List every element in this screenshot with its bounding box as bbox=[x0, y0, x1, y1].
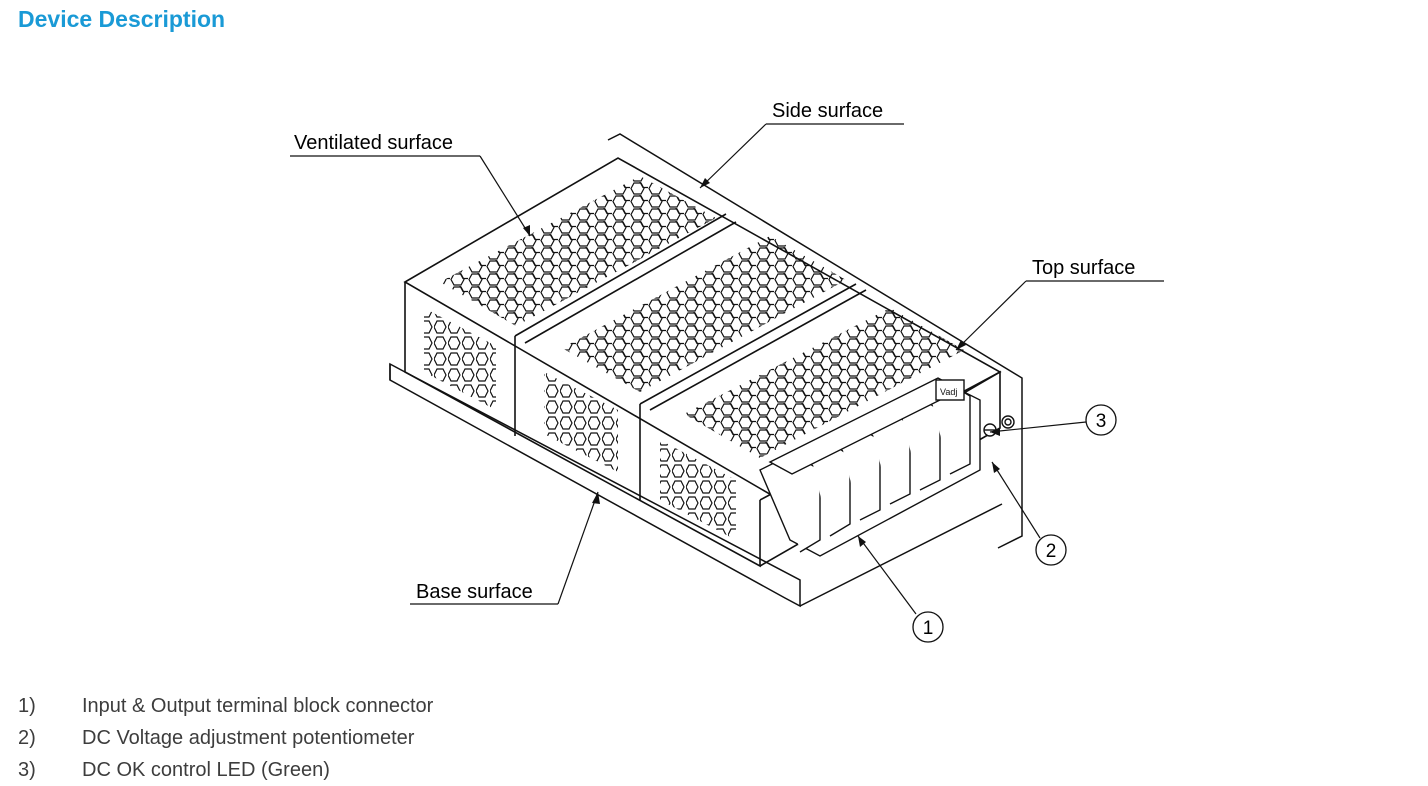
legend-list: 1) Input & Output terminal block connect… bbox=[18, 690, 433, 786]
list-item-number: 2) bbox=[18, 726, 36, 749]
callout-side-surface: Side surface bbox=[699, 100, 904, 189]
list-item: 3) DC OK control LED (Green) bbox=[18, 754, 433, 786]
ventilated-top bbox=[440, 176, 964, 458]
panel-marking: Vadj bbox=[940, 387, 957, 397]
list-item-number: 3) bbox=[18, 758, 36, 781]
callout-1: 1 bbox=[857, 535, 944, 643]
label-side-surface: Side surface bbox=[772, 100, 883, 122]
callout-number-2: 2 bbox=[1046, 541, 1057, 562]
ventilated-side bbox=[424, 308, 736, 540]
list-item-text: Input & Output terminal block connector bbox=[82, 694, 434, 717]
callout-base-surface: Base surface bbox=[410, 491, 600, 605]
label-top-surface: Top surface bbox=[1032, 257, 1135, 279]
callout-number-1: 1 bbox=[923, 618, 934, 639]
list-item: 2) DC Voltage adjustment potentiometer bbox=[18, 722, 433, 754]
list-item-text: DC OK control LED (Green) bbox=[82, 758, 330, 781]
label-ventilated-surface: Ventilated surface bbox=[294, 132, 453, 154]
terminal-block: Vadj bbox=[759, 377, 1015, 557]
label-base-surface: Base surface bbox=[416, 581, 533, 603]
list-item-text: DC Voltage adjustment potentiometer bbox=[82, 726, 415, 749]
list-item-number: 1) bbox=[18, 694, 36, 717]
callout-number-3: 3 bbox=[1096, 411, 1107, 432]
page-title: Device Description bbox=[18, 6, 226, 32]
callout-2: 2 bbox=[991, 461, 1067, 566]
callout-top-surface: Top surface bbox=[955, 257, 1164, 351]
list-item: 1) Input & Output terminal block connect… bbox=[18, 690, 433, 722]
callout-ventilated-surface: Ventilated surface bbox=[290, 132, 531, 237]
callout-3: 3 bbox=[989, 404, 1117, 436]
